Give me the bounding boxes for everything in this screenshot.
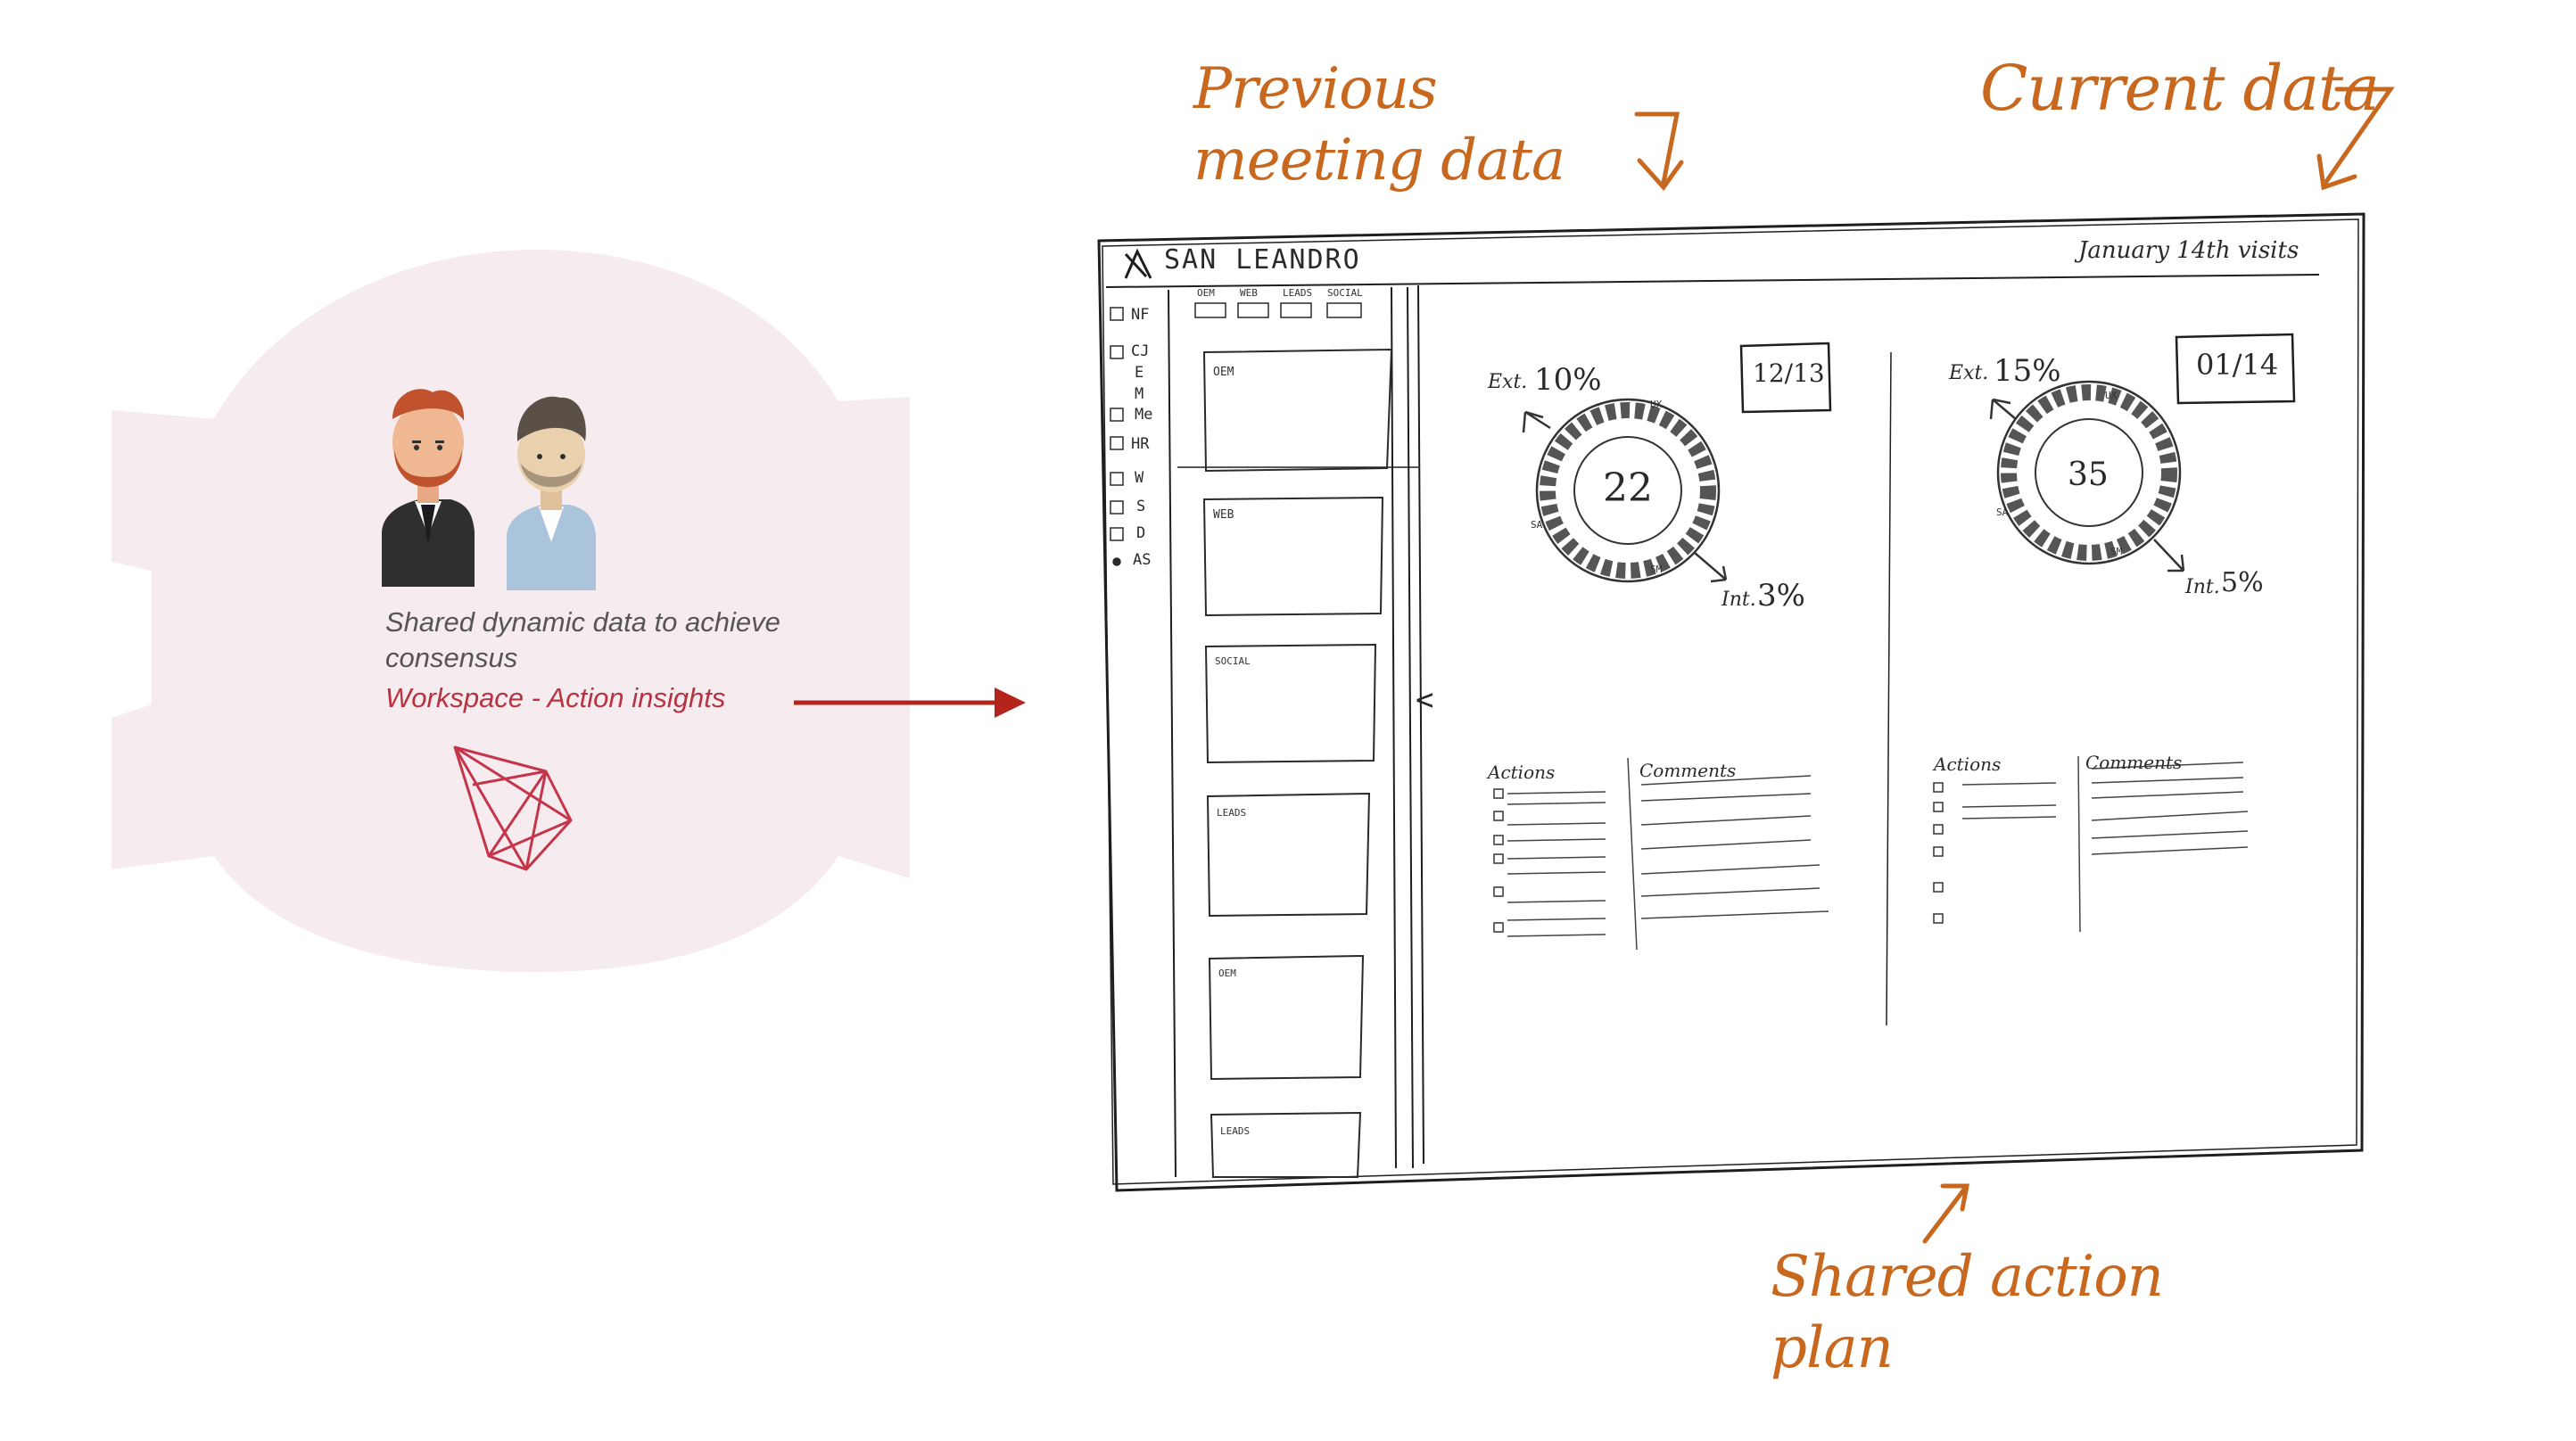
current-action-lines [1961,755,2249,933]
current-int-label: Int. [2185,576,2220,598]
previous-actions-heading: Actions [1488,762,1556,783]
previous-date-label: 12/13 [1753,358,1825,388]
card-label-leads: LEADS [1217,807,1247,819]
card-label-oem-2: OEM [1218,968,1236,979]
card-label-leads-2: LEADS [1220,1125,1251,1137]
card-label-social: SOCIAL [1215,655,1251,667]
previous-int-value: 3% [1757,578,1805,613]
sidebar-item-m[interactable]: M [1135,385,1144,403]
previous-donut-chart [1522,398,1728,583]
san-leandro-logo-icon [1124,248,1152,279]
sidebar-item-as[interactable]: AS [1133,551,1152,569]
sidebar-item-nf[interactable]: NF [1131,306,1150,324]
previous-ext-value: 10% [1534,362,1602,398]
collapse-chevron-icon[interactable]: < [1416,682,1434,718]
card-label-oem: OEM [1213,366,1234,379]
previous-ring-label-ux: UX [1650,399,1663,410]
current-ext-label: Ext. [1949,362,1989,384]
previous-ring-label-sa: SA [1531,519,1543,531]
current-action-checkboxes [1933,782,1944,924]
sketch-tab-social[interactable]: SOCIAL [1327,287,1363,299]
sidebar-item-cj[interactable]: CJ [1131,342,1150,360]
workspace-subtitle: Workspace - Action insights [385,682,726,713]
sidebar-item-s[interactable]: S [1136,498,1146,515]
previous-int-label: Int. [1721,589,1756,611]
current-date-label: 01/14 [2196,348,2279,382]
consensus-caption: Shared dynamic data to achieve consensus [385,606,780,673]
man-avatar-icon [507,396,596,590]
sketch-tab-web[interactable]: WEB [1240,287,1258,299]
workspace-arrow [794,688,1026,718]
sketch-tab-boxes [1194,302,1362,318]
current-donut-chart [1989,380,2185,572]
sketch-frame [1097,212,2365,1192]
previous-ext-label: Ext. [1488,371,1528,393]
sidebar-item-hr[interactable]: HR [1131,435,1150,453]
sidebar-item-w[interactable]: W [1135,469,1144,487]
sketch-tab-oem[interactable]: OEM [1197,287,1215,299]
annotation-previous-meeting-data: Previous meeting data [1193,56,1565,194]
previous-comments-heading: Comments [1639,760,1737,781]
annotation-arrows [1634,86,2395,1244]
bearded-man-avatar-icon [382,389,475,587]
consensus-blob [111,250,910,972]
sketch-header-date: January 14th visits [2078,237,2299,264]
annotation-current-data: Current data [1980,52,2380,125]
current-ring-label-sm: SM [2110,546,2123,557]
previous-action-lines [1507,757,1829,951]
current-int-value: 5% [2221,567,2264,598]
current-comments-heading: Comments [2085,752,2183,773]
current-score: 35 [2068,457,2109,493]
previous-score: 22 [1603,465,1653,511]
current-ext-value: 15% [1994,353,2061,389]
sketch-brand-title: SAN LEANDRO [1164,244,1361,276]
previous-ring-label-sm: SM [1650,564,1663,575]
previous-action-checkboxes [1493,788,1504,933]
current-ring-label-ux: UX [2105,390,2118,401]
geometric-crystal-logo-icon [453,745,573,871]
date-boxes [1739,333,2296,414]
sidebar-nav-icons [1110,307,1124,566]
current-actions-heading: Actions [1934,753,2002,775]
card-label-web: WEB [1213,508,1234,522]
sidebar-item-d[interactable]: D [1136,524,1146,542]
sketch-tab-leads[interactable]: LEADS [1283,287,1313,299]
annotation-shared-action-plan: Shared action plan [1771,1244,2164,1381]
sidebar-item-me[interactable]: Me [1135,406,1153,424]
sketch-cards [1202,348,1393,1178]
current-ring-label-sa: SA [1996,506,2009,518]
sidebar-item-e[interactable]: E [1135,364,1144,382]
